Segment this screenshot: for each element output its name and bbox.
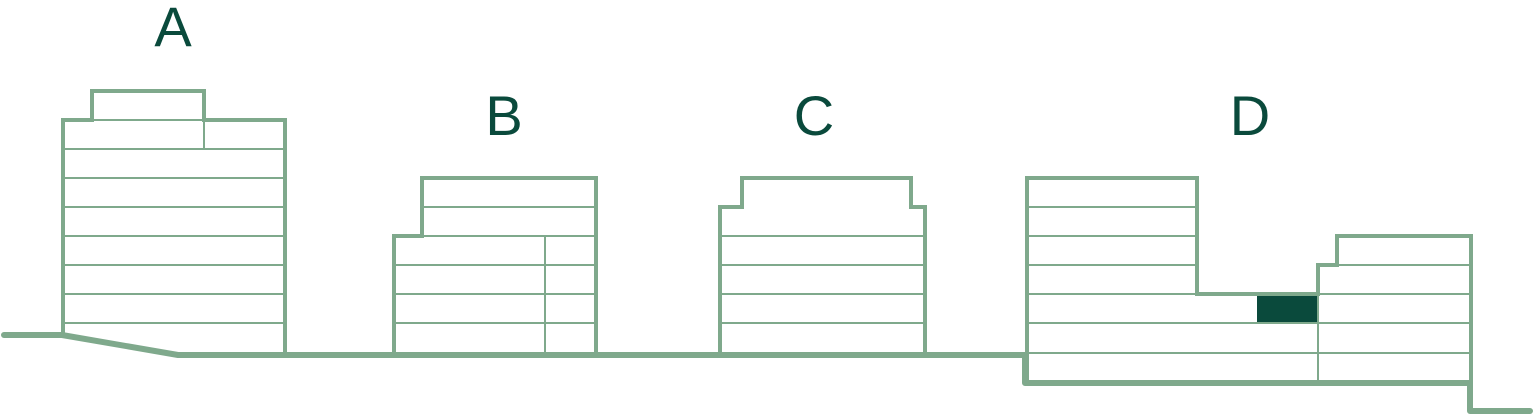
building-a-label: A bbox=[154, 0, 192, 58]
building-a-outline bbox=[61, 89, 287, 353]
building-b bbox=[392, 176, 598, 353]
building-d-label: D bbox=[1230, 84, 1270, 147]
ground-line bbox=[1, 332, 1533, 414]
building-c-label: C bbox=[794, 84, 834, 147]
building-d-floor-lines bbox=[1027, 206, 1471, 383]
building-a bbox=[61, 89, 287, 353]
building-b-floor-lines bbox=[394, 206, 596, 353]
building-c-outline bbox=[718, 176, 927, 353]
building-c bbox=[718, 176, 927, 353]
building-d bbox=[1025, 176, 1473, 383]
building-c-floor-lines bbox=[720, 235, 925, 324]
building-d-outline-left bbox=[1025, 176, 1473, 383]
building-b-label: B bbox=[485, 84, 522, 147]
building-a-floor-lines bbox=[63, 119, 285, 324]
building-d-highlighted-unit bbox=[1257, 296, 1317, 322]
